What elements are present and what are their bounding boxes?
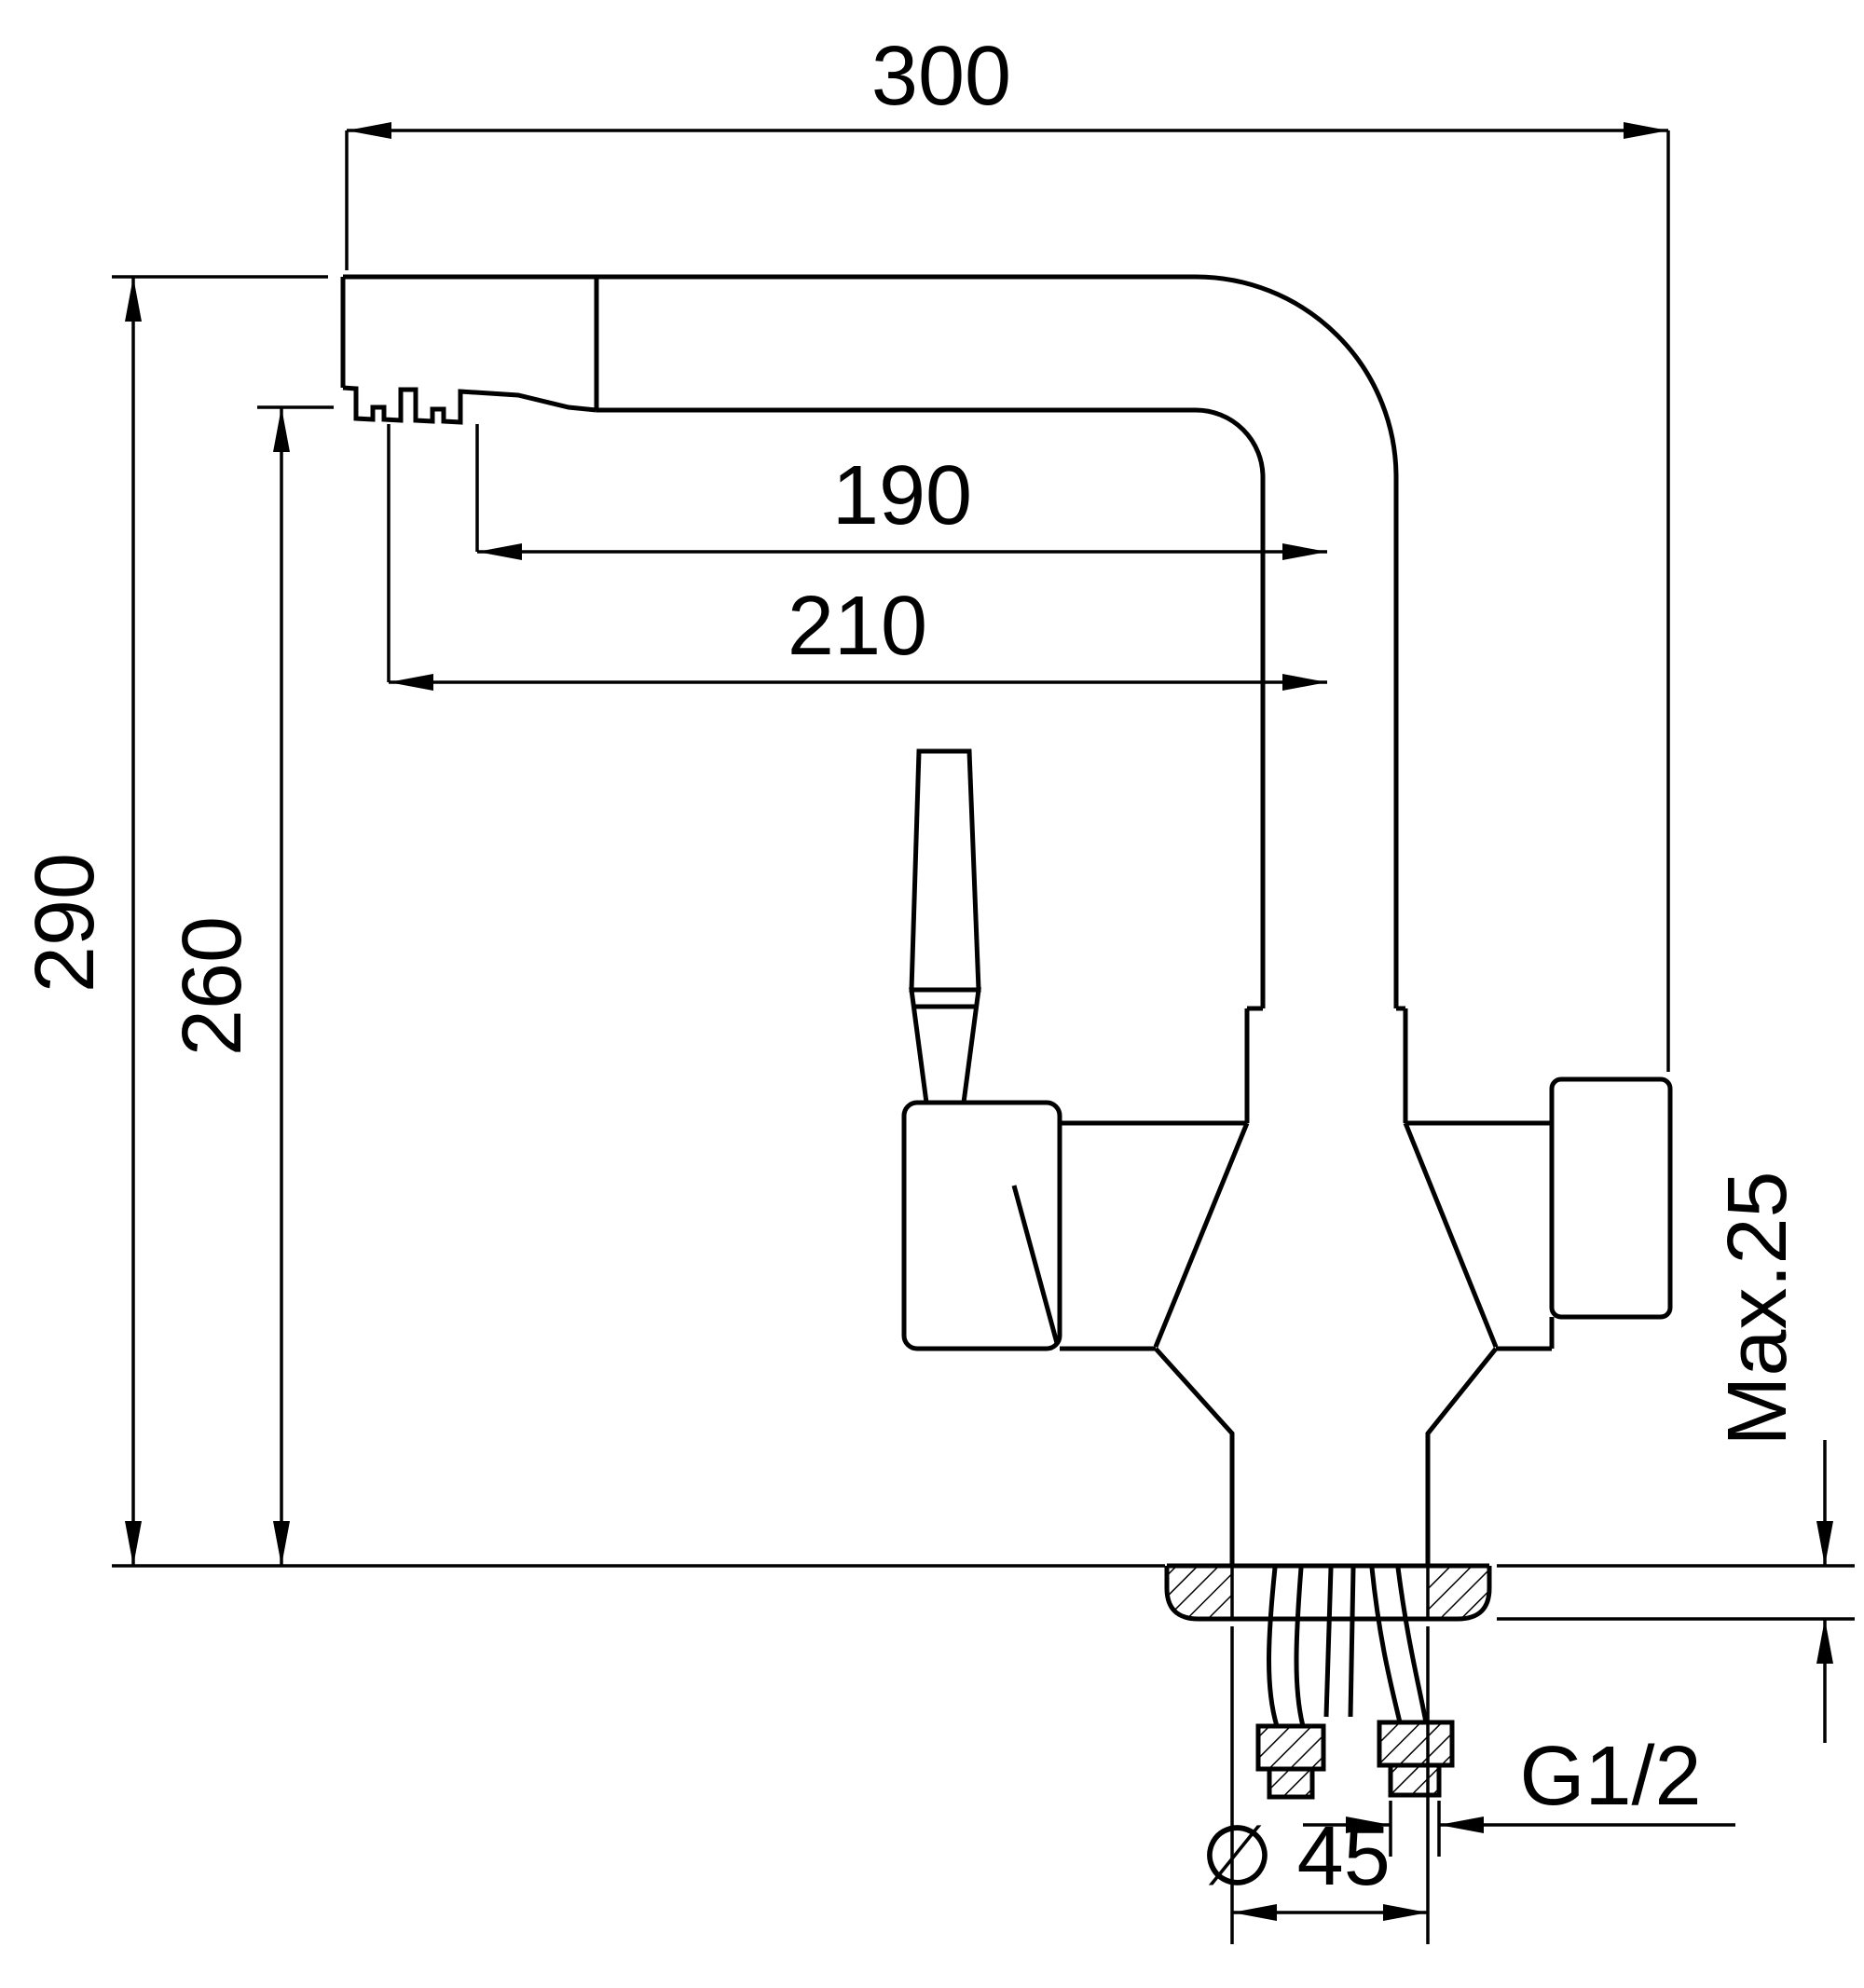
dim-label-45: ∅ 45 [1200, 1810, 1391, 1903]
faucet-aerator-head [340, 277, 599, 425]
dimension-190-spout-reach: 190 [475, 424, 1327, 560]
dim-label-190: 190 [832, 449, 972, 542]
dimension-g12-thread: G1/2 [1303, 1730, 1735, 1857]
dim-45-arrow-right [1383, 1904, 1428, 1921]
dim-label-300: 300 [871, 30, 1011, 123]
supply-hoses [1255, 1567, 1455, 1800]
handle-base-seam [1011, 1185, 1060, 1344]
dim-label-260: 260 [166, 916, 259, 1056]
dim-max25-arrow-bottom [1816, 1619, 1833, 1664]
dim-45-extension-lines [1230, 1626, 1430, 1944]
dimension-45-hole-diameter: ∅ 45 [1200, 1626, 1430, 1944]
hose-middle-line-2 [1348, 1567, 1356, 1718]
spout-inner-profile [596, 407, 1266, 1008]
dim-210-arrow-left [389, 674, 433, 691]
hose-right-thread [1388, 1762, 1442, 1798]
dim-label-g12: G1/2 [1519, 1730, 1701, 1823]
right-cap [1549, 1076, 1673, 1320]
spout-hub [1244, 1006, 1408, 1123]
dim-45-arrow-left [1232, 1904, 1277, 1921]
dim-max25-extension-lines [1497, 1564, 1855, 1621]
hose-left-fitting [1255, 1723, 1326, 1772]
deck-hole-walls [1230, 1566, 1430, 1619]
dim-g12-arrow-left [1346, 1817, 1391, 1833]
hose-right-line-1 [1369, 1567, 1403, 1723]
dim-260-arrow-top [273, 407, 290, 452]
dimension-290-total-height: 290 [19, 275, 1165, 1568]
hose-left-line-2 [1294, 1567, 1306, 1727]
dim-290-arrow-top [125, 277, 142, 322]
faucet-body [901, 1006, 1673, 1566]
dim-290-arrow-bottom [125, 1521, 142, 1566]
dim-label-290: 290 [19, 853, 112, 993]
faucet-spout [343, 274, 1399, 1008]
dimension-300-total-length: 300 [345, 30, 1670, 1072]
dimension-260-spout-height: 260 [166, 405, 334, 1566]
dim-210-arrow-right [1282, 674, 1327, 691]
dim-260-arrow-bottom [273, 1521, 290, 1566]
handle-stick [909, 748, 981, 993]
dim-190-arrow-left [477, 543, 522, 560]
dim-max25-arrow-top [1816, 1521, 1833, 1566]
dim-g12-arrow-right [1439, 1817, 1484, 1833]
hose-right-fitting [1377, 1720, 1455, 1768]
dim-300-arrow-right [1624, 122, 1668, 139]
base-cone-and-shank [1154, 1347, 1498, 1566]
dim-label-max25: Max.25 [1711, 1171, 1804, 1446]
deck-hatch-right [1428, 1566, 1489, 1619]
dim-190-arrow-right [1282, 543, 1327, 560]
deck-hatch-left [1167, 1566, 1232, 1619]
hose-left-thread [1267, 1766, 1315, 1800]
faucet-handle [909, 748, 981, 1105]
dim-300-extension-lines [345, 130, 1670, 1072]
hose-middle-line-1 [1323, 1567, 1334, 1718]
dimension-max25-deck-thickness: Max.25 [1497, 1171, 1855, 1743]
dim-300-arrow-left [347, 122, 391, 139]
dim-label-210: 210 [788, 580, 927, 673]
dimension-210-spout-reach-outer: 210 [387, 424, 1327, 691]
spout-outer-profile [343, 274, 1399, 1008]
hose-left-line-1 [1267, 1567, 1280, 1727]
handle-base-block [901, 1100, 1062, 1351]
hub-flare-lines [1153, 1122, 1499, 1348]
aerator-teeth [342, 385, 597, 425]
dim-g12-extension-lines [1389, 1801, 1441, 1857]
hose-right-line-2 [1395, 1567, 1429, 1723]
